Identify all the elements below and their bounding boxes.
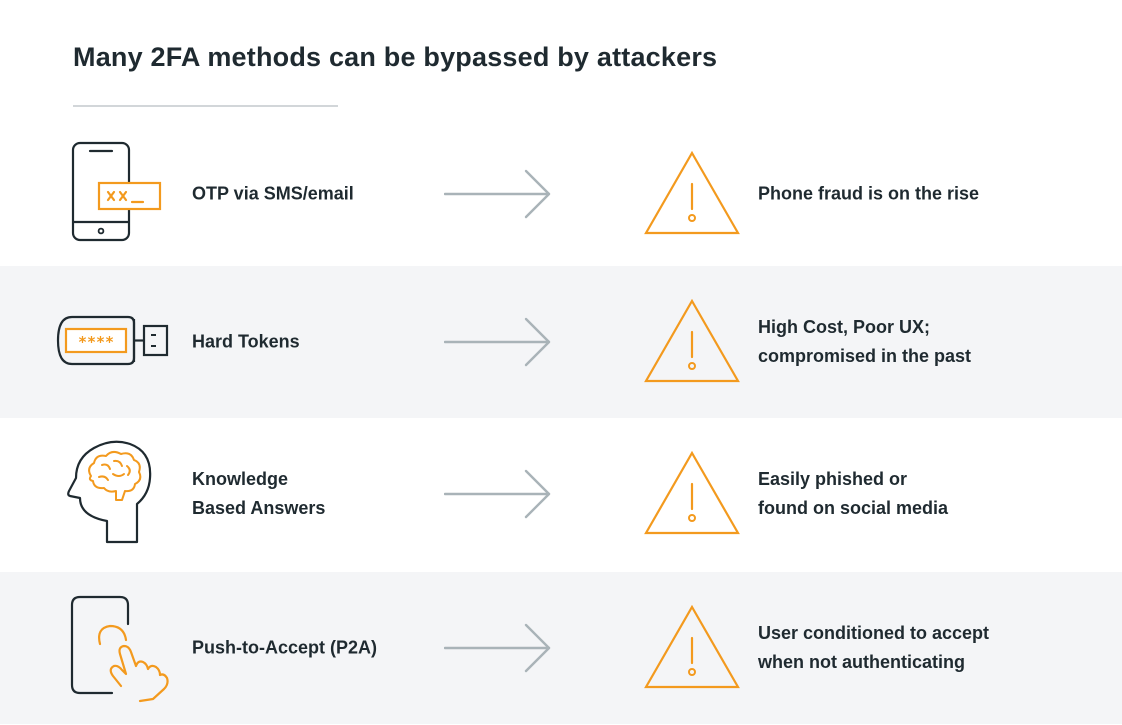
title-divider <box>73 105 338 107</box>
arrow-right-icon <box>444 469 551 519</box>
usb-hard-token-icon: **** <box>56 315 169 366</box>
phone-tap-icon <box>70 595 169 703</box>
risk-label: Phone fraud is on the rise <box>758 183 980 204</box>
arrow-right-icon <box>444 169 551 219</box>
risk-label: High Cost, Poor UX; compromised in the p… <box>758 317 972 366</box>
method-label: Hard Tokens <box>192 331 300 352</box>
method-row-hard-tokens: **** Hard Tokens High Cost, Poor UX; com… <box>0 266 1122 418</box>
method-row-push-to-accept: Push-to-Accept (P2A) User conditioned to… <box>0 572 1122 724</box>
risk-label: User conditioned to accept when not auth… <box>758 623 990 672</box>
warning-triangle-icon <box>644 299 740 383</box>
warning-triangle-icon <box>644 451 740 535</box>
method-label: Knowledge Based Answers <box>192 469 326 518</box>
svg-text:****: **** <box>78 333 114 351</box>
arrow-right-icon <box>444 317 551 367</box>
head-brain-icon <box>67 440 152 544</box>
method-label: Push-to-Accept (P2A) <box>192 637 378 658</box>
method-row-otp: OTP via SMS/email Phone fraud is on the … <box>0 118 1122 270</box>
page-title: Many 2FA methods can be bypassed by atta… <box>73 42 718 72</box>
smartphone-otp-icon <box>71 141 162 242</box>
arrow-right-icon <box>444 623 551 673</box>
method-row-knowledge-based-answers: Knowledge Based Answers Easily phished o… <box>0 418 1122 570</box>
risk-label: Easily phished or found on social media <box>758 469 949 518</box>
warning-triangle-icon <box>644 605 740 689</box>
method-label: OTP via SMS/email <box>192 183 354 204</box>
warning-triangle-icon <box>644 151 740 235</box>
